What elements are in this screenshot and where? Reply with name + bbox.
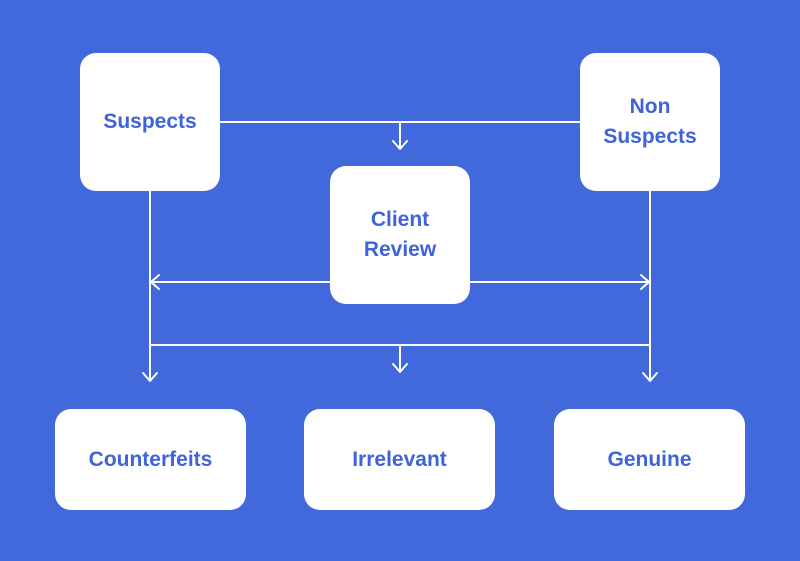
node-counterfeits: Counterfeits	[55, 409, 246, 510]
node-client-review: Client Review	[330, 166, 470, 304]
arrowhead-genuine	[642, 372, 658, 382]
node-genuine: Genuine	[554, 409, 745, 510]
node-non-suspects: Non Suspects	[580, 53, 720, 191]
arrowhead-client-review	[392, 140, 408, 150]
arrowhead-review-right	[640, 274, 650, 290]
node-non-suspects-label: Non Suspects	[603, 95, 697, 148]
node-client-review-label: Client Review	[363, 208, 437, 261]
arrowhead-review-left	[150, 274, 160, 290]
node-genuine-label: Genuine	[607, 447, 692, 471]
arrowhead-counterfeits	[142, 372, 158, 382]
node-suspects-label: Suspects	[103, 110, 197, 133]
node-suspects: Suspects	[80, 53, 220, 191]
node-irrelevant-label: Irrelevant	[352, 447, 447, 471]
node-irrelevant: Irrelevant	[304, 409, 495, 510]
node-counterfeits-label: Counterfeits	[88, 447, 213, 471]
arrowhead-irrelevant	[392, 363, 408, 373]
